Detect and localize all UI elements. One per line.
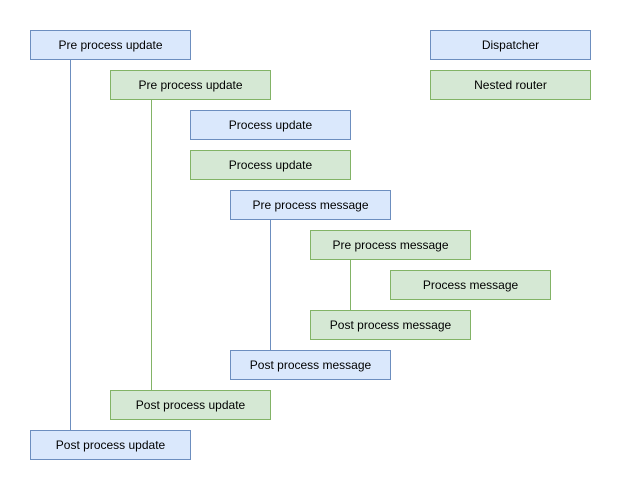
node-post-process-update-green: Post process update (110, 390, 271, 420)
edge-pre-process-message-blue-to-post-process-message-blue (270, 220, 271, 350)
node-dispatcher: Dispatcher (430, 30, 591, 60)
node-process-update-blue: Process update (190, 110, 351, 140)
edge-pre-process-update-green-to-post-process-update-green (151, 100, 152, 390)
node-label: Dispatcher (481, 37, 540, 52)
node-label: Post process update (55, 437, 166, 452)
node-label: Pre process message (252, 197, 369, 212)
node-label: Post process message (329, 317, 452, 332)
node-label: Nested router (474, 77, 547, 92)
node-pre-process-message-green: Pre process message (310, 230, 471, 260)
node-label: Post process update (135, 397, 246, 412)
node-process-update-green: Process update (190, 150, 351, 180)
edge-pre-process-message-green-to-post-process-message-green (350, 260, 351, 310)
node-pre-process-update-green: Pre process update (110, 70, 271, 100)
node-nested-router: Nested router (430, 70, 591, 100)
node-post-process-message-blue: Post process message (230, 350, 391, 380)
node-label: Process update (228, 157, 313, 172)
node-label: Process message (422, 277, 519, 292)
node-process-message-green: Process message (390, 270, 551, 300)
node-post-process-message-green: Post process message (310, 310, 471, 340)
node-post-process-update-blue: Post process update (30, 430, 191, 460)
node-label: Pre process message (332, 237, 449, 252)
edge-pre-process-update-blue-to-post-process-update-blue (70, 60, 71, 430)
node-label: Pre process update (58, 37, 163, 52)
node-label: Process update (228, 117, 313, 132)
node-pre-process-message-blue: Pre process message (230, 190, 391, 220)
node-label: Post process message (249, 357, 372, 372)
node-label: Pre process update (138, 77, 243, 92)
node-pre-process-update-blue: Pre process update (30, 30, 191, 60)
